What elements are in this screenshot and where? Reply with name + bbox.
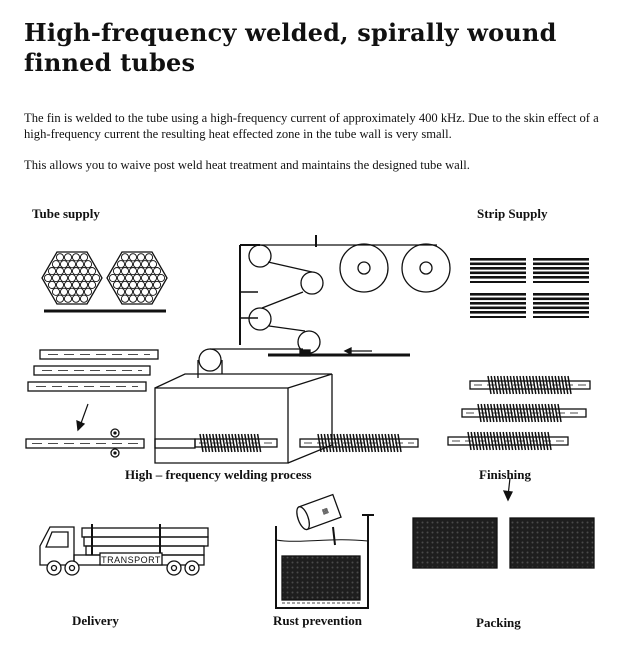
label-finishing: Finishing <box>479 467 532 482</box>
finned-tubes <box>194 375 591 453</box>
page-title: High-frequency welded, spirally wound fi… <box>24 18 557 77</box>
truck-label: TRANSPORT <box>101 555 161 565</box>
packing-bundles <box>412 517 595 569</box>
label-rust-prevention: Rust prevention <box>273 613 362 628</box>
label-welding-process: High – frequency welding process <box>125 467 312 482</box>
strip-rollers <box>198 243 451 372</box>
welding-frame <box>239 235 410 357</box>
transport-truck <box>39 524 209 576</box>
svg-text:▦: ▦ <box>321 507 330 516</box>
label-tube-supply: Tube supply <box>32 206 100 221</box>
unfinned-tube <box>25 428 196 458</box>
tube-bundle-right <box>106 251 168 305</box>
intro-paragraph: The fin is welded to the tube using a hi… <box>24 111 599 141</box>
strip-coils <box>470 258 589 318</box>
benefit-paragraph: This allows you to waive post weld heat … <box>24 158 470 172</box>
rust-tank <box>275 514 374 609</box>
tube-bundle-left <box>41 251 103 305</box>
label-delivery: Delivery <box>72 613 119 628</box>
feed-tubes <box>27 349 159 432</box>
label-strip-supply: Strip Supply <box>477 206 548 221</box>
label-packing: Packing <box>476 615 521 630</box>
paint-barrel: ▦ <box>296 493 342 546</box>
